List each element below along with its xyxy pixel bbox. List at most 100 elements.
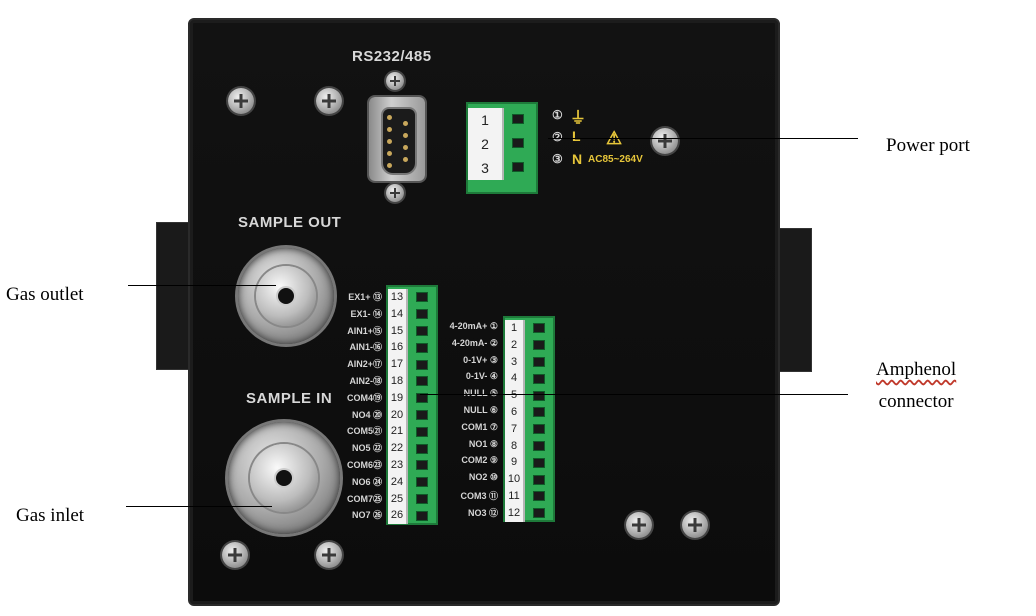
terminal-pin-number: 22 bbox=[388, 440, 408, 457]
terminal-pin-label: NO7 ㉖ bbox=[351, 510, 382, 521]
terminal-screw bbox=[416, 510, 428, 521]
terminal-screw bbox=[533, 323, 545, 334]
terminal-pin-label: EX1+ ⑬ bbox=[348, 291, 382, 302]
terminal-screw bbox=[533, 508, 545, 519]
terminal-pin-number: 6 bbox=[505, 404, 525, 421]
terminal-pin-label: COM2 ⑨ bbox=[461, 455, 498, 466]
terminal-pin-number: 25 bbox=[388, 490, 408, 508]
terminal-pin-number: 21 bbox=[388, 423, 408, 441]
right-mounting-bracket bbox=[778, 228, 812, 372]
terminal-pin-number: 2 bbox=[505, 336, 525, 354]
amphenol-callout-line1: Amphenol bbox=[876, 359, 957, 380]
terminal-pin-number: 14 bbox=[388, 305, 408, 323]
terminal-pin-number: 9 bbox=[505, 454, 525, 472]
terminal-pin-label: AIN2+⑰ bbox=[347, 359, 382, 370]
terminal-pin-number: 1 bbox=[505, 320, 525, 337]
terminal-screw bbox=[416, 410, 428, 420]
terminal-pin-label: NO4 ⑳ bbox=[351, 409, 382, 420]
screw-top-left-inner bbox=[316, 88, 342, 114]
db9-connector[interactable] bbox=[369, 97, 425, 181]
screw-bottom-right-2 bbox=[682, 512, 708, 538]
screw-bottom-left-outer bbox=[222, 542, 248, 568]
terminal-pin-label: 0-1V+ ③ bbox=[463, 354, 498, 365]
rs232-label: RS232/485 bbox=[352, 48, 432, 65]
db9-screw-top bbox=[386, 72, 404, 90]
terminal-pin-number: 5 bbox=[505, 387, 525, 404]
terminal-screw bbox=[533, 441, 545, 451]
screw-power-right bbox=[652, 128, 678, 154]
terminal-screw bbox=[533, 373, 545, 384]
terminal-screw bbox=[416, 460, 428, 471]
terminal-screw bbox=[533, 340, 545, 351]
terminal-screw bbox=[416, 494, 428, 504]
terminal-pin-label: NO2 ⑩ bbox=[468, 472, 498, 483]
power-marker-2: ② bbox=[552, 130, 563, 144]
terminal-pin-label: COM5㉑ bbox=[346, 426, 382, 437]
terminal-screw bbox=[416, 342, 428, 353]
terminal-pin-number: 7 bbox=[505, 420, 525, 438]
screw-top-left-outer bbox=[228, 88, 254, 114]
terminal-pin-number: 16 bbox=[388, 339, 408, 357]
power-neutral-label: N bbox=[572, 151, 583, 167]
terminal-screw bbox=[533, 457, 545, 468]
power-terminal-block[interactable]: 1 2 3 bbox=[466, 102, 538, 194]
terminal-screw bbox=[416, 393, 428, 404]
screw-bottom-right-1 bbox=[626, 512, 652, 538]
terminal-pin-label: NO5 ㉒ bbox=[351, 443, 382, 454]
terminal-pin-label: 4-20mA+ ① bbox=[449, 320, 498, 331]
terminal-screw bbox=[416, 326, 428, 336]
terminal-screw bbox=[416, 309, 428, 320]
power-port-callout: Power port bbox=[886, 135, 970, 156]
terminal-pin-number: 26 bbox=[388, 507, 408, 525]
gas-outlet-fitting[interactable] bbox=[238, 248, 334, 344]
gas-inlet-fitting[interactable] bbox=[228, 422, 340, 534]
terminal-pin-number: 18 bbox=[388, 373, 408, 390]
terminal-pin-label: AIN1-⑯ bbox=[349, 342, 382, 353]
terminal-screw bbox=[533, 491, 545, 502]
amphenol-callout: Amphenol connector bbox=[876, 354, 956, 418]
terminal-screw bbox=[533, 407, 545, 418]
terminal-pin-label: 0-1V- ④ bbox=[465, 371, 498, 382]
terminal-pin-label: 4-20mA- ② bbox=[451, 337, 498, 348]
terminal-pin-number: 13 bbox=[388, 289, 408, 306]
amphenol-leader bbox=[420, 394, 848, 395]
power-port-leader bbox=[548, 138, 858, 139]
terminal-pin-label: COM1 ⑦ bbox=[461, 421, 498, 432]
ground-icon: ⏚ bbox=[570, 110, 587, 127]
terminal-screw bbox=[416, 477, 428, 488]
gas-inlet-leader bbox=[126, 506, 272, 507]
terminal-pin-label: AIN2-⑱ bbox=[349, 375, 382, 386]
terminal-screw bbox=[416, 292, 428, 303]
power-live-label: L bbox=[572, 128, 581, 144]
terminal-pin-label: COM6㉓ bbox=[346, 459, 382, 470]
terminal-pin-label: NULL ⑤ bbox=[418, 388, 498, 399]
terminal-pin-number: 15 bbox=[388, 322, 408, 340]
terminal-pin-number: 4 bbox=[505, 370, 525, 388]
sample-out-label: SAMPLE OUT bbox=[238, 214, 342, 231]
terminal-pin-label: NO1 ⑧ bbox=[468, 438, 498, 449]
terminal-screw bbox=[533, 424, 545, 435]
terminal-screw bbox=[416, 443, 428, 454]
terminal-pin-number: 11 bbox=[505, 488, 525, 505]
sample-in-label: SAMPLE IN bbox=[246, 390, 333, 407]
terminal-pin-number: 23 bbox=[388, 457, 408, 474]
terminal-pin-label: COM3 ⑪ bbox=[460, 490, 498, 501]
power-terminal-number-2: 2 bbox=[468, 132, 504, 156]
terminal-pin-number: 19 bbox=[388, 389, 408, 407]
gas-outlet-callout: Gas outlet bbox=[6, 284, 84, 305]
left-mounting-bracket bbox=[156, 222, 192, 370]
amphenol-callout-line2: connector bbox=[878, 391, 954, 412]
terminal-pin-label: NO3 ⑫ bbox=[467, 507, 498, 518]
db9-socket bbox=[381, 107, 417, 175]
terminal-screw bbox=[533, 474, 545, 485]
power-marker-3: ③ bbox=[552, 152, 563, 166]
db9-screw-bottom bbox=[386, 184, 404, 202]
terminal-pin-number: 3 bbox=[505, 353, 525, 371]
terminal-pin-label: COM4⑲ bbox=[346, 392, 382, 403]
power-voltage-label: AC85~264V bbox=[588, 154, 643, 165]
terminal-pin-label: COM7㉕ bbox=[346, 493, 382, 504]
terminal-pin-label: NULL ⑥ bbox=[463, 404, 498, 415]
terminal-pin-number: 10 bbox=[505, 471, 525, 488]
